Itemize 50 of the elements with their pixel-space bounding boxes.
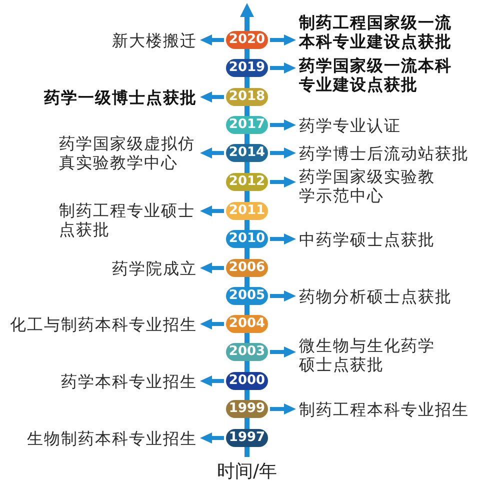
milestone-text: 药学国家级虚拟仿真实验教学中心 (59, 134, 200, 172)
year-badge: 2000 (226, 372, 268, 390)
milestone-text: 中药学硕士点获批 (296, 230, 435, 248)
arrow (200, 318, 224, 330)
axis-label: 时间/年 (217, 461, 278, 483)
arrow (270, 346, 296, 358)
arrow (270, 62, 296, 74)
arrow (200, 148, 224, 158)
arrow (270, 290, 296, 302)
milestone-text: 药学院成立 (112, 258, 200, 278)
arrow (270, 234, 296, 244)
milestone-text: 新大楼搬迁 (112, 30, 200, 50)
milestone-text: 制药工程专业硕士点获批 (59, 200, 200, 238)
arrow (270, 34, 296, 46)
year-badge: 2014 (226, 144, 268, 162)
arrow (200, 92, 224, 102)
milestone-text: 制药工程国家级一流本科专业建设点获批 (296, 12, 454, 50)
arrow (200, 432, 224, 444)
year-badge: 2012 (226, 173, 268, 191)
milestone-text: 药学国家级一流本科专业建设点获批 (296, 56, 454, 94)
arrow (270, 404, 296, 414)
year-badge: 1997 (226, 429, 268, 447)
year-badge: 2005 (226, 287, 268, 305)
arrow (200, 262, 224, 274)
milestone-text: 药学国家级实验教学示范中心 (296, 167, 437, 205)
milestone-text: 生物制药本科专业招生 (27, 428, 200, 448)
milestone-text: 药学博士后流动站获批 (296, 144, 469, 162)
arrow (200, 206, 224, 216)
year-badge: 2020 (226, 31, 268, 49)
milestone-text: 药学一级博士点获批 (44, 88, 200, 106)
year-badge: 2006 (226, 259, 268, 277)
year-badge: 2011 (226, 202, 268, 220)
milestone-text: 药学本科专业招生 (61, 372, 200, 390)
year-badge: 2017 (226, 116, 268, 134)
milestone-text: 药物分析硕士点获批 (296, 286, 452, 306)
year-badge: 2010 (226, 230, 268, 248)
arrow (270, 148, 296, 158)
milestone-text: 化工与制药本科专业招生 (10, 314, 200, 334)
year-badge: 1999 (226, 400, 268, 418)
milestone-text: 微生物与生化药学硕士点获批 (296, 336, 437, 374)
milestone-text: 制药工程本科专业招生 (296, 400, 469, 418)
year-badge: 2018 (226, 88, 268, 106)
year-badge: 2004 (226, 315, 268, 333)
arrow (200, 34, 224, 46)
year-badge: 2019 (226, 59, 268, 77)
year-badge: 2003 (226, 343, 268, 361)
arrow (200, 376, 224, 386)
milestone-text: 药学专业认证 (296, 116, 401, 134)
arrow (270, 120, 296, 130)
arrow (270, 176, 296, 188)
